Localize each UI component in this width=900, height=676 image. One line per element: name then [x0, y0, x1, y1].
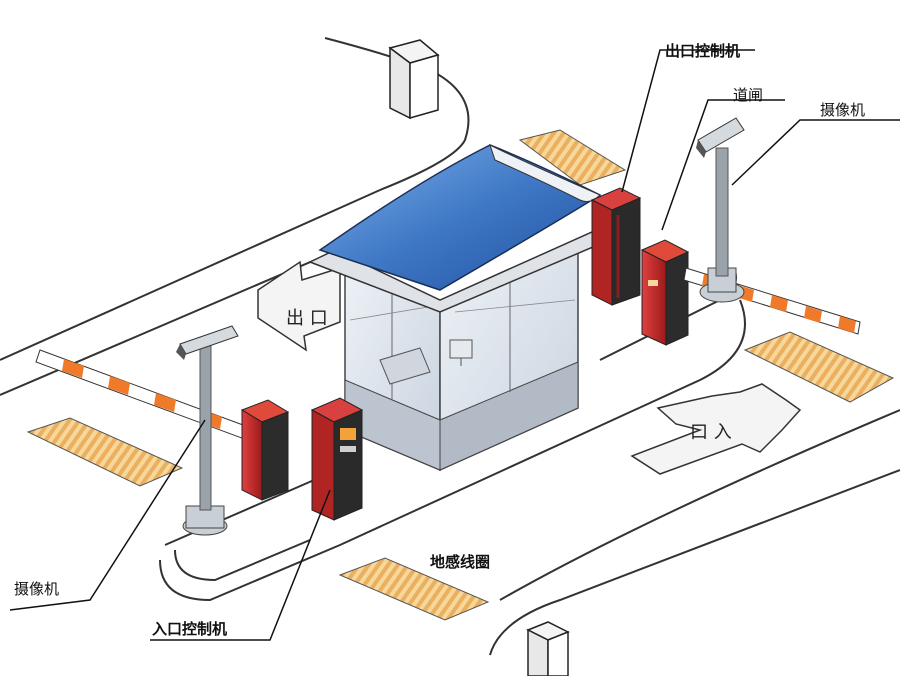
- entrance-controller-machine: [310, 397, 364, 521]
- building-bottom: [526, 621, 570, 676]
- guard-booth: [344, 246, 579, 472]
- label-barrier-gate: 道闸: [733, 86, 764, 104]
- label-camera-left: 摄像机: [14, 580, 60, 598]
- exit-arrow: [257, 260, 341, 352]
- booth-roof: [308, 144, 602, 313]
- barrier-gate-right: [640, 239, 861, 346]
- exit-controller-machine: [590, 187, 642, 306]
- camera-right: [696, 117, 745, 303]
- label-loop-detector: 地感线圈: [430, 553, 491, 571]
- loop-detector-top: [518, 129, 627, 186]
- label-camera-right: 摄像机: [820, 101, 866, 119]
- entry-arrow-text: 口 入: [690, 422, 732, 443]
- loop-detectors: [26, 129, 895, 621]
- entry-arrow: [630, 383, 802, 475]
- camera-left: [176, 325, 239, 536]
- loop-detector-right: [743, 331, 895, 403]
- label-entrance-controller: 入口控制机: [152, 620, 228, 638]
- exit-arrow-text: 出 口: [286, 308, 328, 329]
- leader-lines: [9, 49, 900, 641]
- label-exit-controller: 出口控制机: [665, 42, 741, 60]
- building-top: [388, 39, 440, 120]
- road-lines: [0, 37, 900, 656]
- loop-detector-left: [26, 417, 184, 487]
- loop-detector-bottom: [338, 557, 490, 621]
